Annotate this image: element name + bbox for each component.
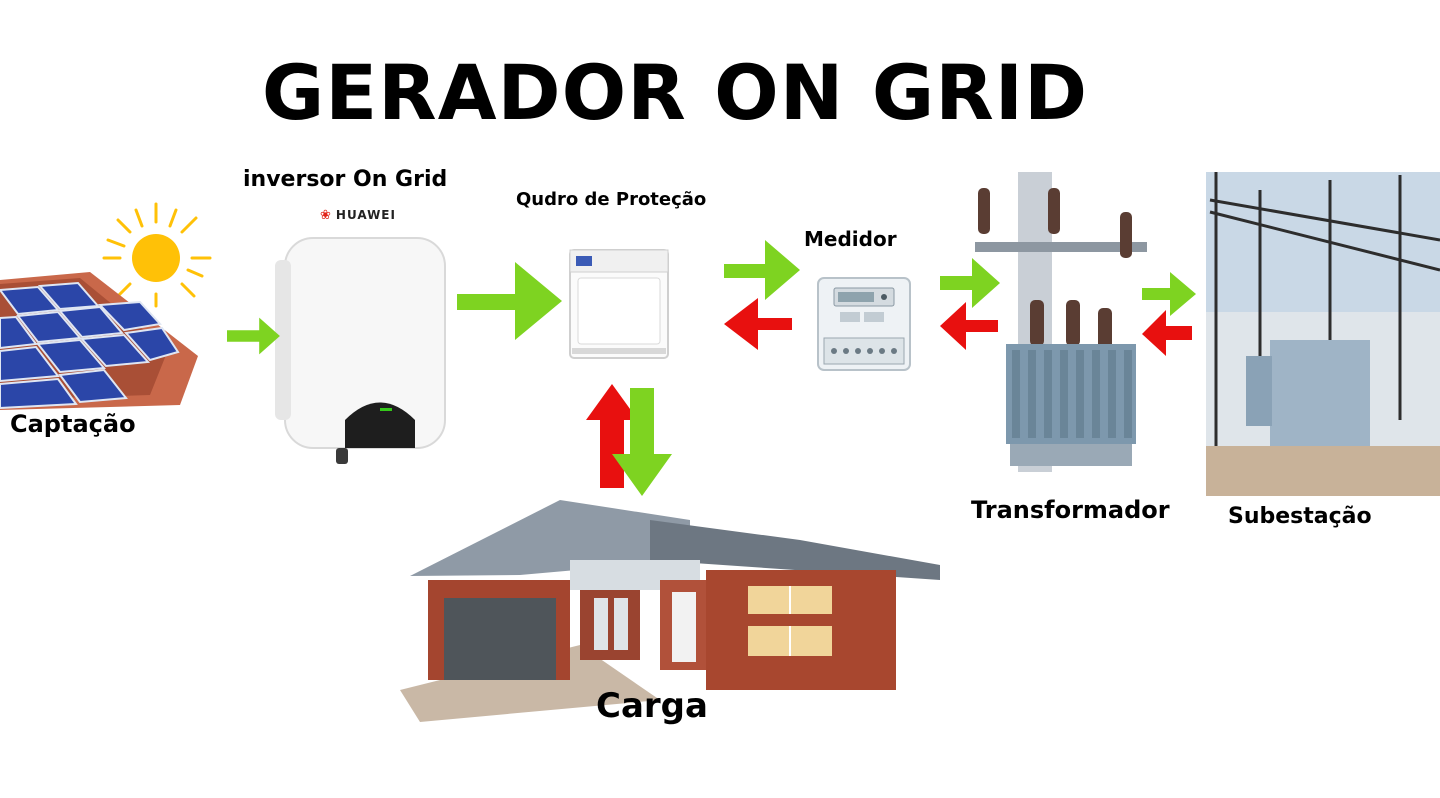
arrow-medidor-transformador-green — [940, 258, 1000, 308]
inverter-brand: ❀HUAWEI — [320, 208, 396, 223]
label-carga: Carga — [596, 686, 708, 726]
sun-icon — [102, 202, 212, 308]
label-transformador: Transformador — [971, 496, 1170, 524]
arrow-transformador-subestacao-green — [1142, 272, 1196, 316]
arrow-inversor-to-quadro — [457, 262, 562, 340]
label-quadro: Qudro de Proteção — [516, 189, 707, 210]
arrow-quadro-carga-green — [612, 388, 672, 496]
diagram-title: GERADOR ON GRID — [261, 48, 1089, 137]
label-subestacao: Subestação — [1228, 504, 1372, 529]
house-icon — [400, 500, 940, 722]
arrow-medidor-quadro-red — [724, 298, 792, 350]
arrow-subestacao-transformador-red — [1142, 310, 1192, 356]
arrow-captacao-to-inversor — [227, 317, 280, 355]
energy-meter-icon — [817, 277, 911, 371]
label-captacao: Captação — [10, 410, 136, 438]
label-inversor: inversor On Grid — [243, 167, 448, 192]
arrow-carga-quadro-red — [586, 384, 638, 488]
label-medidor: Medidor — [804, 227, 897, 251]
huawei-logo-icon: ❀ — [320, 208, 332, 223]
inverter-icon — [275, 237, 446, 464]
arrow-transformador-medidor-red — [940, 302, 998, 350]
brand-name: HUAWEI — [335, 208, 396, 222]
breaker-panel-icon — [569, 249, 669, 359]
transformer-icon — [975, 172, 1147, 472]
arrow-quadro-medidor-green — [724, 240, 800, 300]
solar-panel-icon — [0, 272, 198, 410]
substation-icon — [1206, 172, 1440, 496]
